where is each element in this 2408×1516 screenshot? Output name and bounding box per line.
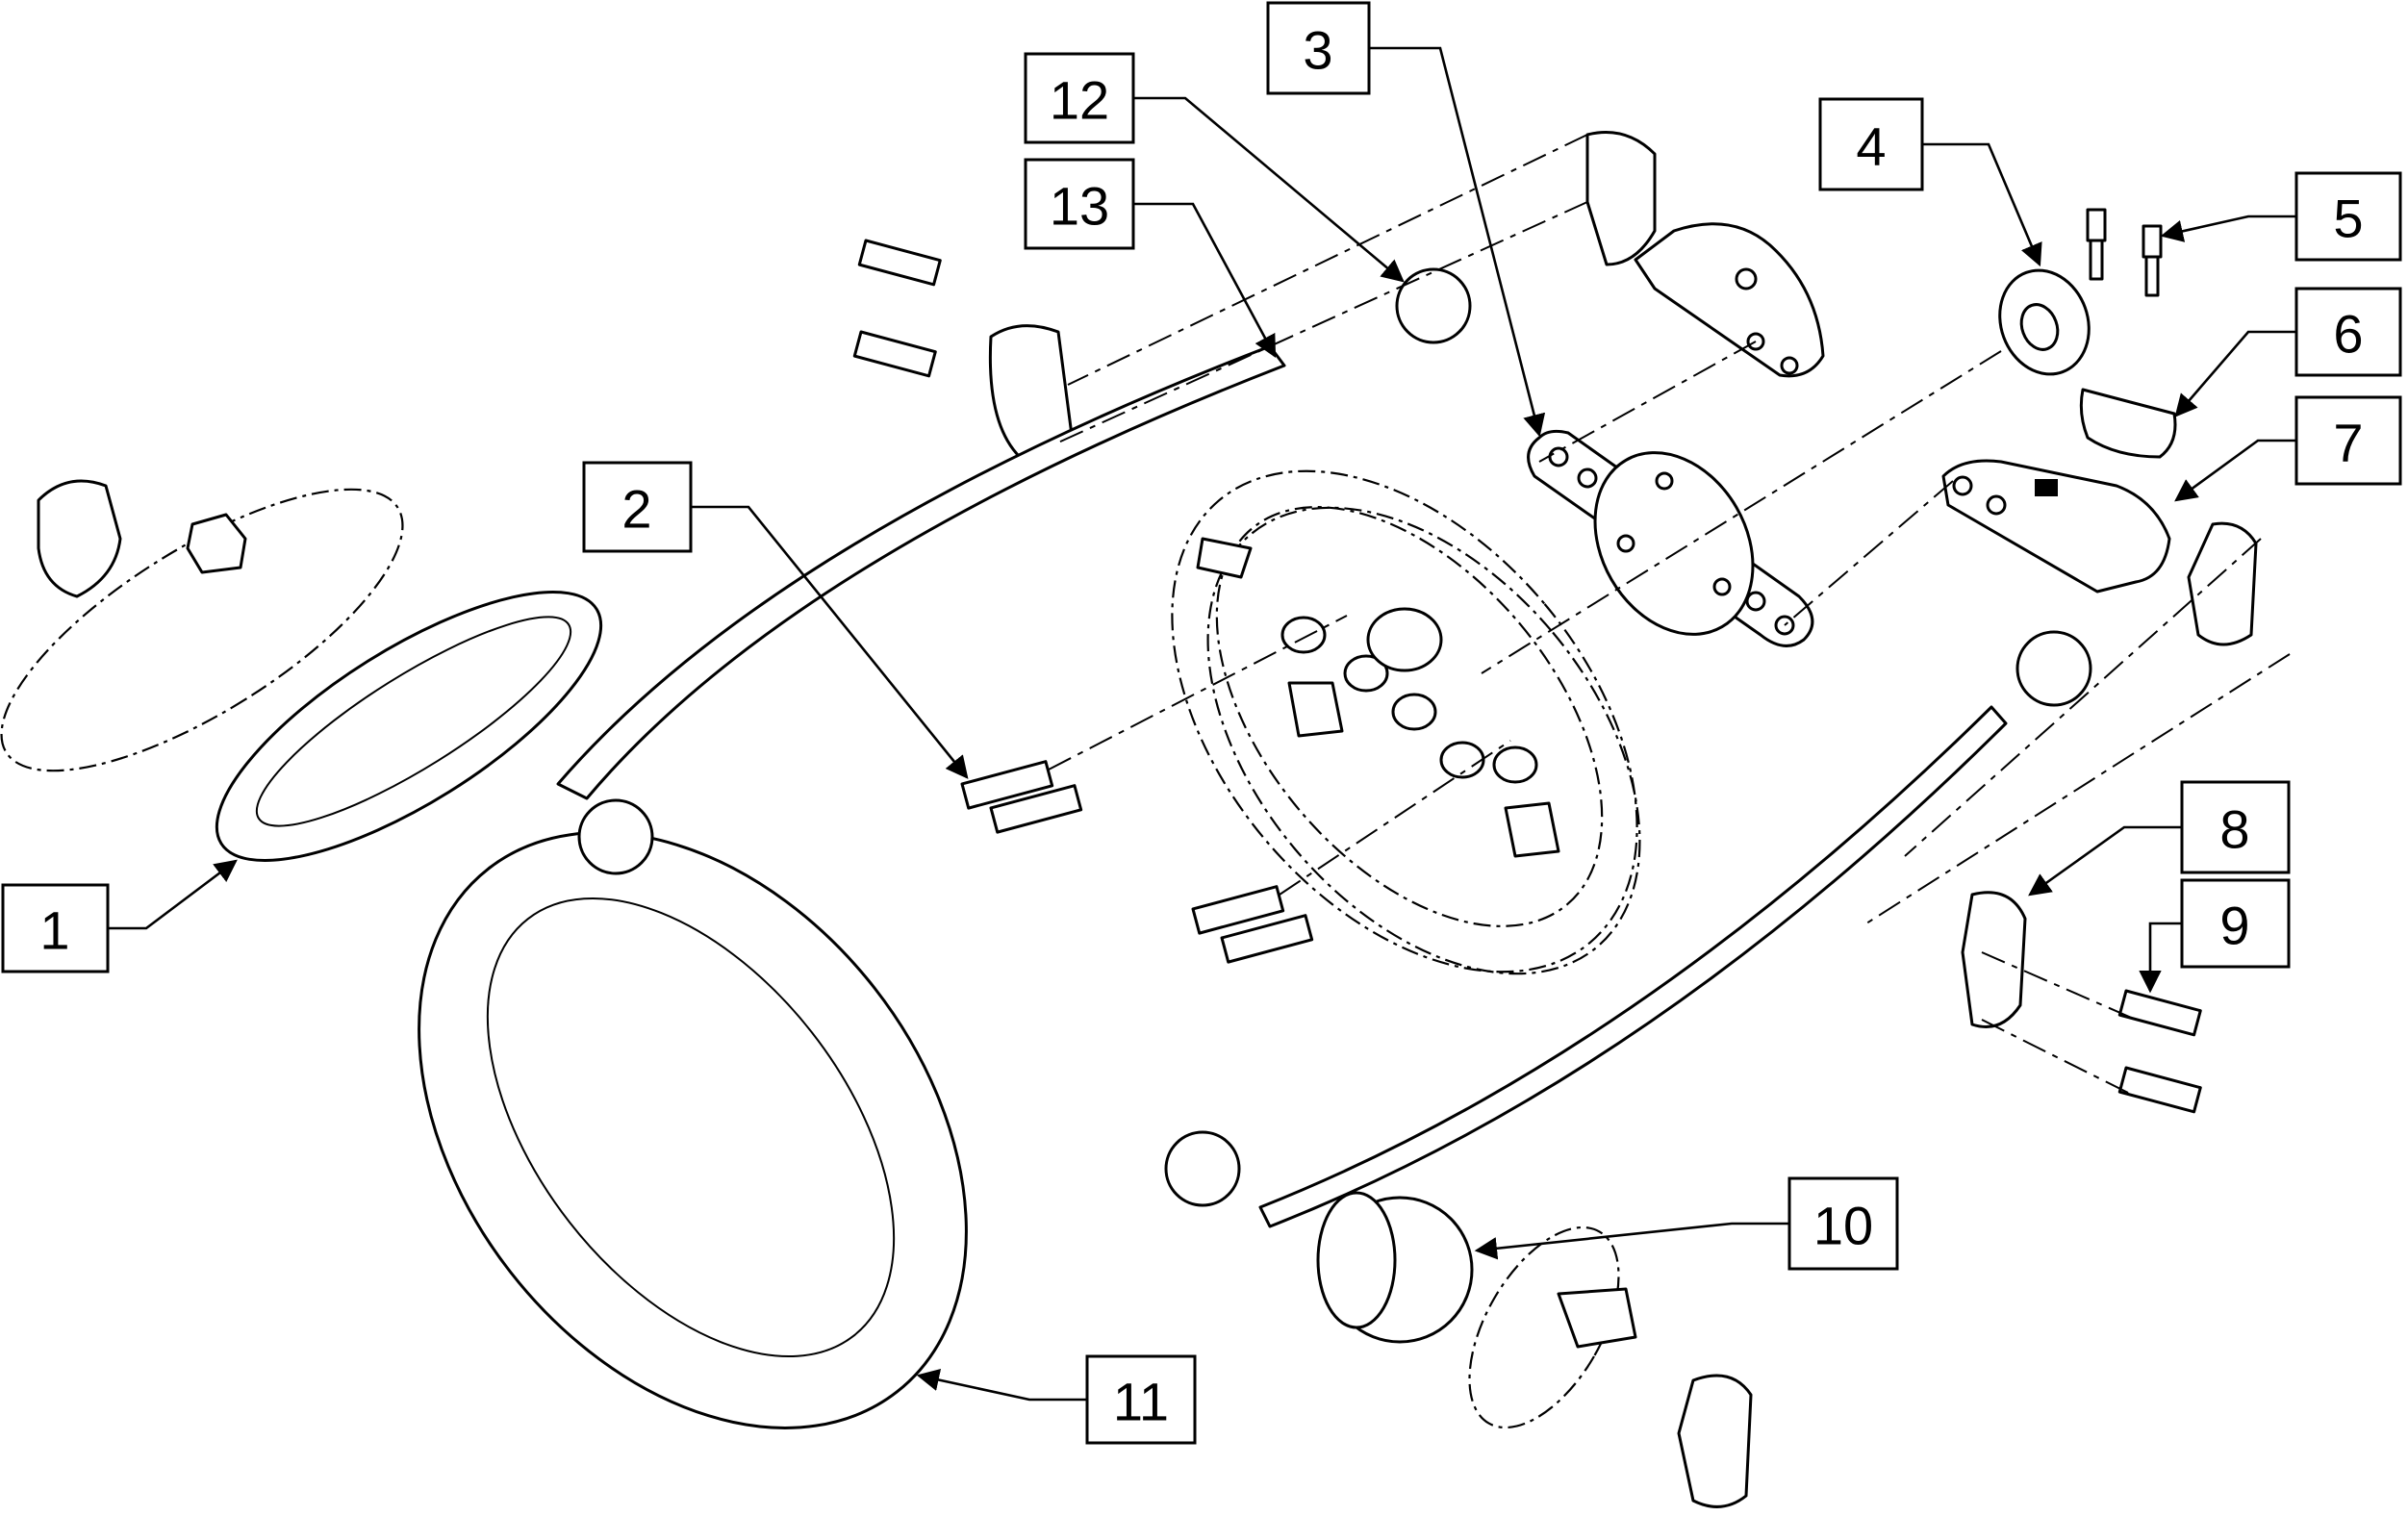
callout-8: 8 bbox=[2180, 780, 2291, 874]
half-clamp-part bbox=[2079, 388, 2177, 459]
callout-11: 11 bbox=[1085, 1354, 1197, 1445]
callout-label: 1 bbox=[39, 900, 69, 961]
clamp-half-part bbox=[1961, 891, 2027, 1028]
callout-label: 6 bbox=[2333, 304, 2363, 365]
callout-3: 3 bbox=[1266, 1, 1371, 95]
upper-yoke-arm bbox=[1585, 131, 1825, 378]
mounting-plate-part bbox=[1527, 429, 1814, 647]
housing-screws-part bbox=[960, 760, 1314, 964]
large-oval-cover-part bbox=[418, 831, 968, 1429]
callout-label: 13 bbox=[1050, 176, 1109, 237]
bottom-clamp-pair bbox=[1468, 1225, 1753, 1508]
callout-label: 5 bbox=[2333, 189, 2363, 249]
washer-part bbox=[1998, 268, 2091, 376]
callout-6: 6 bbox=[2294, 287, 2402, 377]
main-housing-plate bbox=[1171, 469, 1641, 975]
callout-1: 1 bbox=[1, 883, 110, 973]
callout-2: 2 bbox=[582, 461, 693, 553]
callout-12: 12 bbox=[1024, 52, 1135, 144]
callout-label: 8 bbox=[2219, 799, 2249, 860]
assembly-center-lines bbox=[1048, 134, 2291, 1098]
upper-clamp-screws bbox=[852, 239, 1075, 462]
callout-label: 11 bbox=[1113, 1372, 1169, 1432]
callout-label: 3 bbox=[1303, 20, 1332, 81]
callout-leaders bbox=[108, 46, 2296, 1402]
callout-9: 9 bbox=[2180, 878, 2291, 969]
upper-rod-with-ball bbox=[556, 267, 1472, 875]
cylinder-cap-part bbox=[1316, 1191, 1474, 1344]
callout-5: 5 bbox=[2294, 171, 2402, 262]
callout-label: 2 bbox=[621, 479, 651, 540]
callout-label: 4 bbox=[1856, 116, 1886, 177]
callout-label: 10 bbox=[1813, 1196, 1873, 1256]
callout-13: 13 bbox=[1024, 158, 1135, 250]
small-oval-pad-part bbox=[0, 479, 603, 862]
callout-10: 10 bbox=[1787, 1176, 1899, 1271]
callout-4: 4 bbox=[1818, 97, 1924, 191]
lower-rod-with-ball bbox=[1164, 630, 2092, 1228]
callout-7: 7 bbox=[2294, 395, 2402, 486]
cap-screws-part bbox=[2117, 989, 2202, 1114]
callout-label: 7 bbox=[2333, 413, 2363, 473]
small-screws-part bbox=[2086, 208, 2163, 297]
callout-label: 9 bbox=[2219, 896, 2249, 956]
lower-yoke-arm bbox=[1941, 459, 2258, 646]
callout-label: 12 bbox=[1050, 70, 1109, 131]
